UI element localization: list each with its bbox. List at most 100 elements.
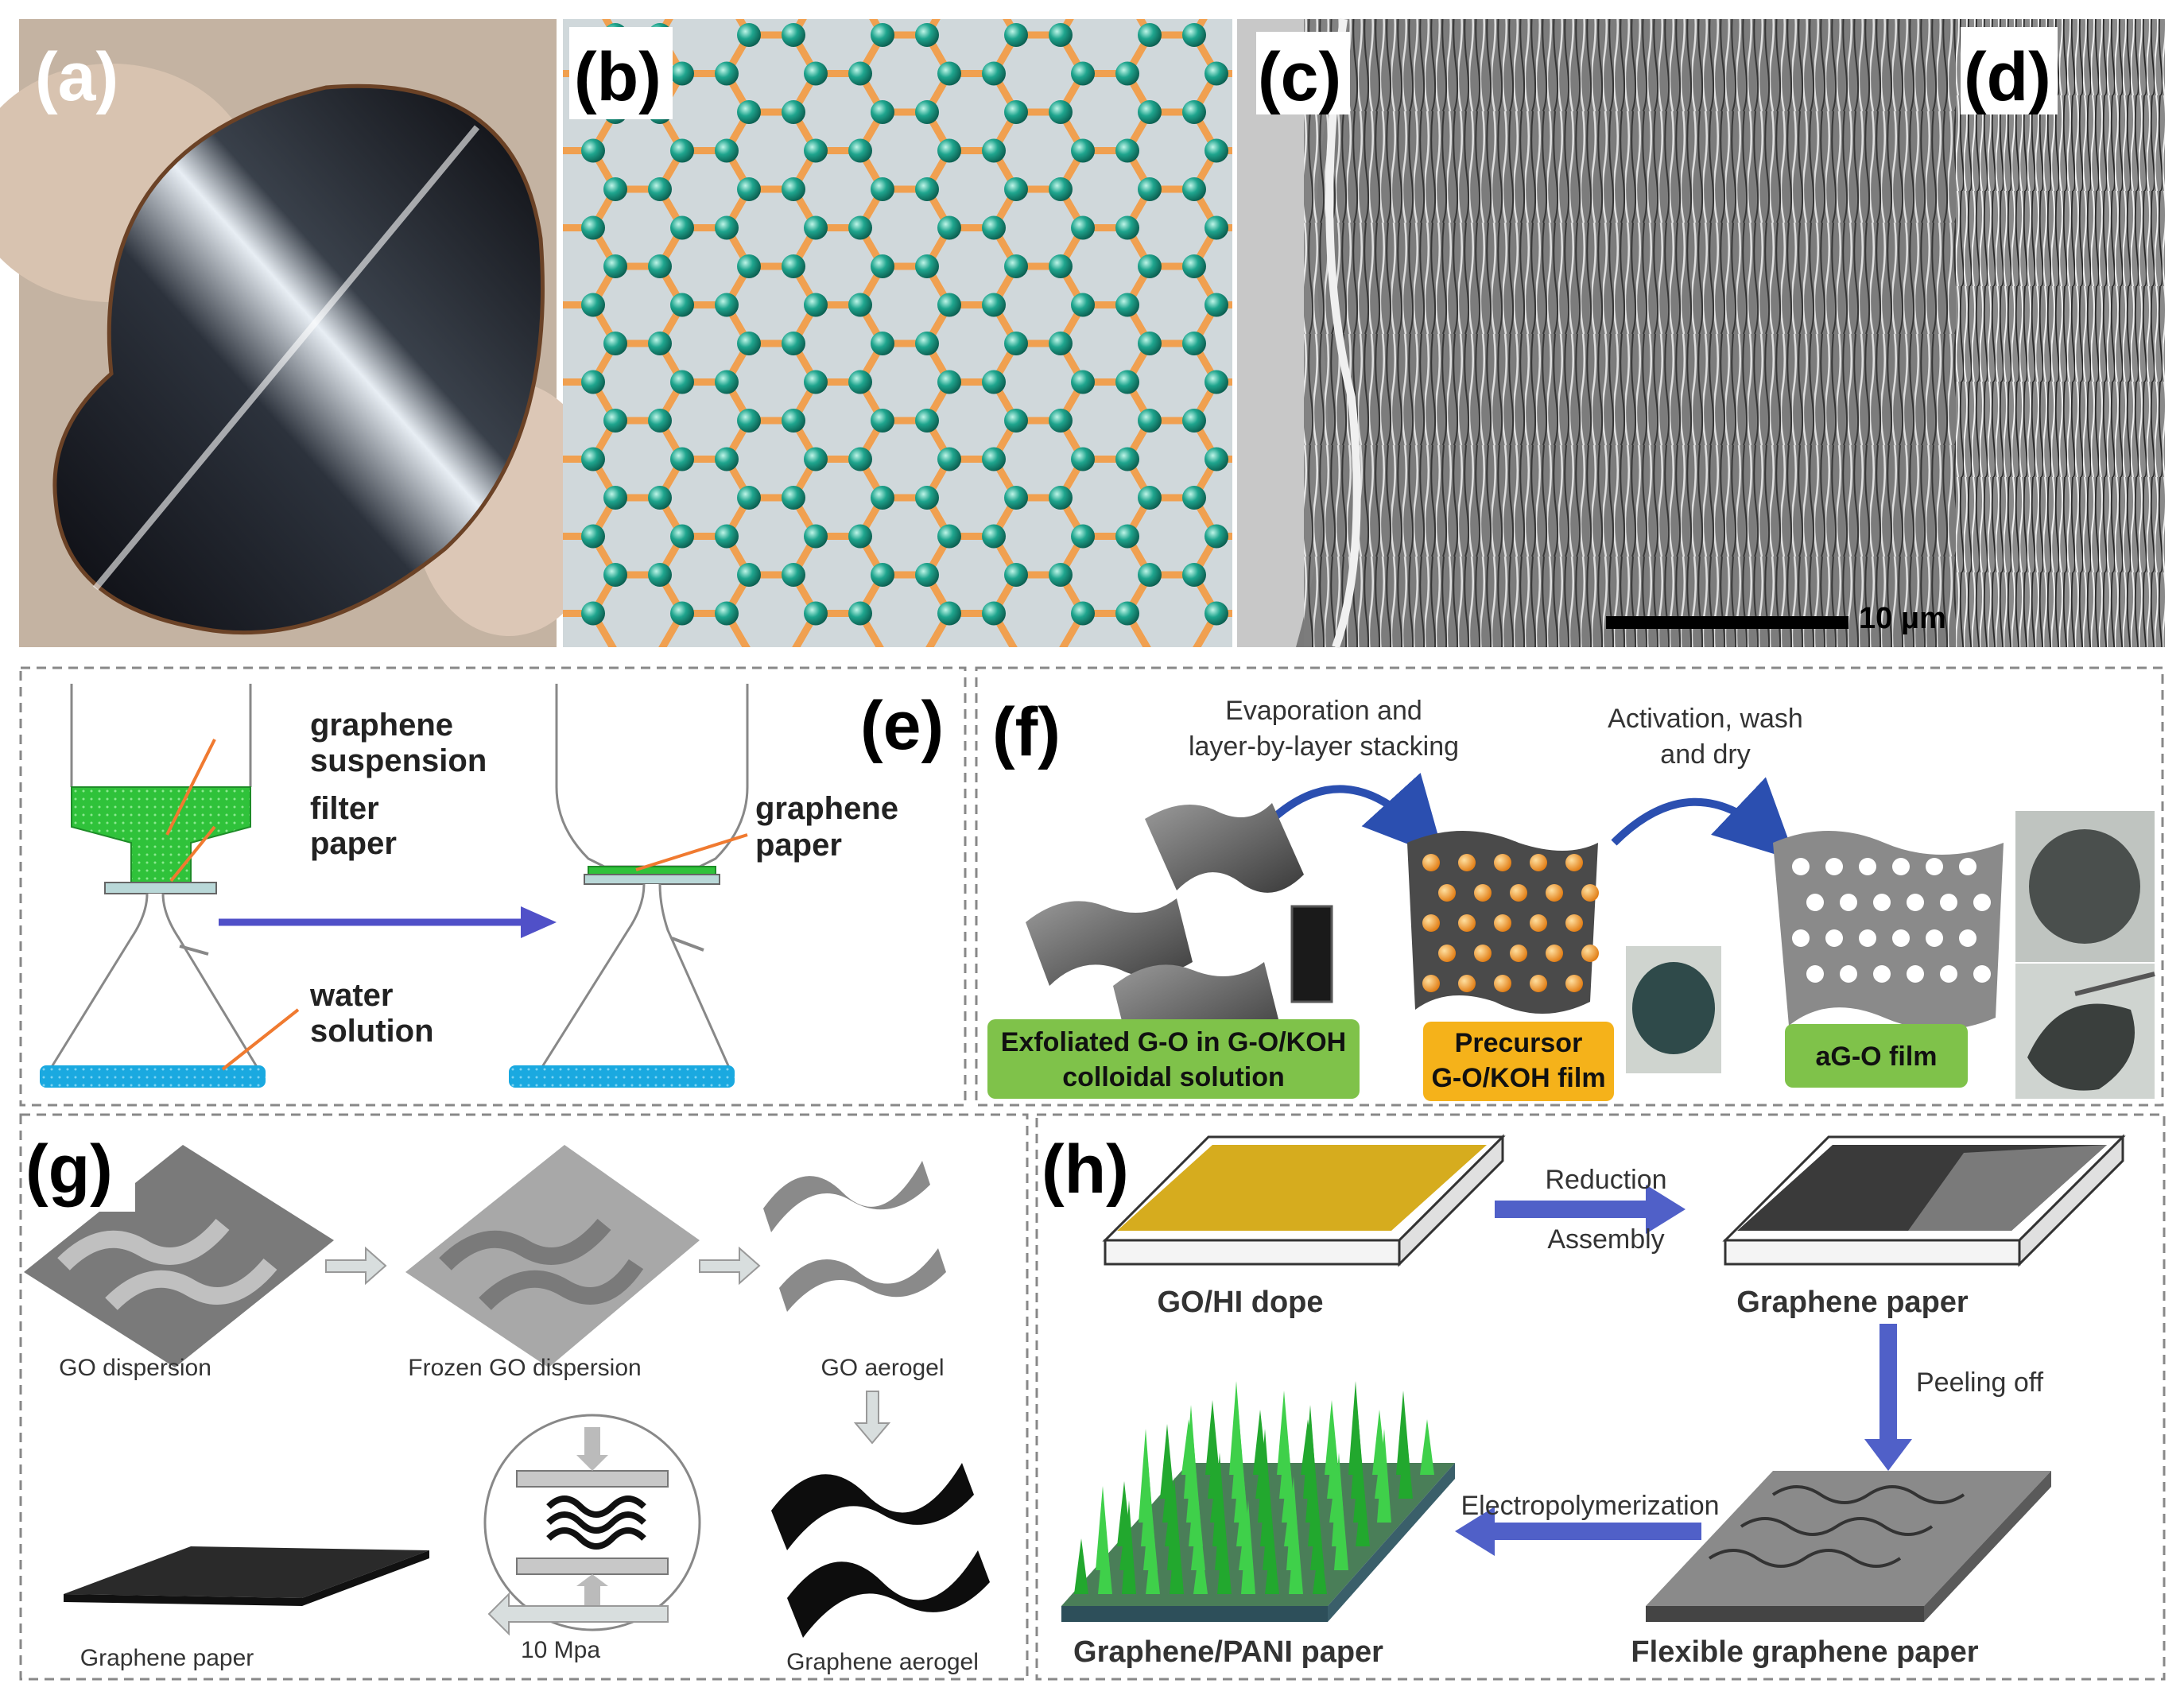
- carbon-atom: [1049, 254, 1073, 278]
- koh-particle: [1422, 854, 1440, 871]
- koh-particles: [1422, 854, 1599, 992]
- panel-h: (h) GO/HI dope Reduction Assembly Graphe…: [1035, 1113, 2166, 1681]
- graphene-paper-label: Graphene paper: [80, 1645, 254, 1671]
- go-aerogel-shape: [763, 1161, 946, 1312]
- pressure-label: 10 Mpa: [521, 1637, 600, 1663]
- pore: [1892, 929, 1910, 947]
- carbon-atom: [581, 293, 605, 317]
- carbon-atom: [1115, 601, 1139, 626]
- graphene-paper-h-label: Graphene paper: [1736, 1286, 1969, 1319]
- carbon-atom: [1138, 485, 1162, 510]
- carbon-atom: [915, 485, 939, 510]
- panel-c-label: (c): [1258, 39, 1341, 115]
- koh-particle: [1494, 975, 1511, 992]
- carbon-atom: [848, 215, 872, 240]
- koh-particle: [1530, 975, 1547, 992]
- carbon-atom: [670, 370, 694, 394]
- pore: [1940, 894, 1957, 911]
- carbon-atom: [915, 331, 939, 355]
- koh-particle: [1530, 914, 1547, 932]
- tweezers: [2074, 972, 2155, 996]
- carbon-atom: [1115, 293, 1139, 317]
- carbon-atom: [670, 138, 694, 163]
- carbon-atom: [982, 215, 1006, 240]
- filtration-setup-after: graphene paper: [509, 684, 898, 1088]
- carbon-atom: [1138, 331, 1162, 355]
- carbon-atom: [581, 601, 605, 626]
- carbon-atom: [1071, 447, 1095, 471]
- pani-spike: [1396, 1391, 1410, 1475]
- carbon-atom: [1071, 293, 1095, 317]
- carbon-atom: [1071, 370, 1095, 394]
- panel-h-label: (h): [1042, 1131, 1129, 1208]
- koh-particle: [1565, 854, 1583, 871]
- pore: [1792, 929, 1810, 947]
- carbon-atom: [1049, 408, 1073, 433]
- pore: [1959, 858, 1976, 875]
- step2-line2: and dry: [1660, 739, 1750, 770]
- carbon-atom: [1138, 408, 1162, 433]
- carbon-atom: [1071, 601, 1095, 626]
- box-precursor: [1423, 1022, 1614, 1101]
- carbon-atom: [1204, 215, 1228, 240]
- carbon-atom: [1182, 254, 1206, 278]
- carbon-atom: [804, 215, 828, 240]
- carbon-atom: [871, 23, 894, 47]
- carbon-atom: [1115, 524, 1139, 549]
- carbon-atom: [715, 370, 739, 394]
- carbon-atom: [1204, 61, 1228, 86]
- carbon-atom: [1115, 215, 1139, 240]
- arrow-g3: [853, 1391, 891, 1445]
- pore: [1806, 894, 1824, 911]
- scale-bar-label: 10 μm: [1859, 602, 1946, 635]
- filtration-setup-before: graphene suspension filter paper water s…: [40, 684, 487, 1088]
- carbon-atom: [670, 601, 694, 626]
- koh-particle: [1565, 975, 1583, 992]
- carbon-atom: [737, 177, 761, 201]
- carbon-atom: [1182, 485, 1206, 510]
- carbon-atom: [782, 485, 805, 510]
- graphene-film-photo: [52, 83, 545, 635]
- carbon-atom: [1004, 254, 1028, 278]
- pani-spike: [1420, 1419, 1434, 1475]
- panel-b-label-box: [569, 27, 673, 119]
- panel-b-label: (b): [574, 39, 661, 115]
- carbon-atom: [1071, 524, 1095, 549]
- arrow-step1: [1261, 772, 1445, 859]
- carbon-atom: [1182, 408, 1206, 433]
- carbon-atom: [1182, 331, 1206, 355]
- step2-line1: Activation, wash: [1608, 704, 1803, 734]
- carbon-atom: [871, 331, 894, 355]
- koh-particle: [1546, 945, 1563, 962]
- carbon-atom: [982, 447, 1006, 471]
- filter-paper: [104, 882, 217, 894]
- carbon-atom: [670, 61, 694, 86]
- panel-d-sem-image: [1956, 19, 2165, 647]
- box-ago-film: [1785, 1024, 1968, 1088]
- panel-g: (g) GO dispersion Frozen GO dispersion G…: [19, 1113, 1029, 1681]
- carbon-atom: [648, 177, 672, 201]
- carbon-atom: [937, 447, 961, 471]
- koh-particle: [1458, 854, 1476, 871]
- panel-c: (c) 10 μm: [1237, 18, 1961, 649]
- carbon-atom: [937, 370, 961, 394]
- carbon-atom: [982, 370, 1006, 394]
- pani-spike: [1074, 1538, 1088, 1594]
- carbon-atom: [581, 447, 605, 471]
- carbon-atom: [603, 331, 627, 355]
- electro-arrow-shaft: [1495, 1523, 1701, 1540]
- peeling-arrow-head: [1864, 1439, 1912, 1471]
- pores: [1792, 858, 1991, 983]
- pani-spike: [1139, 1429, 1153, 1523]
- carbon-atom: [1204, 370, 1228, 394]
- pani-spike: [1277, 1391, 1291, 1475]
- carbon-atom: [603, 254, 627, 278]
- reduction-label: Reduction: [1545, 1165, 1666, 1195]
- pani-spike: [1301, 1419, 1315, 1475]
- carbon-atom: [937, 601, 961, 626]
- carbon-atom: [1049, 99, 1073, 124]
- carbon-atom: [1138, 254, 1162, 278]
- carbon-atom: [581, 138, 605, 163]
- pani-label: Graphene/PANI paper: [1073, 1635, 1383, 1669]
